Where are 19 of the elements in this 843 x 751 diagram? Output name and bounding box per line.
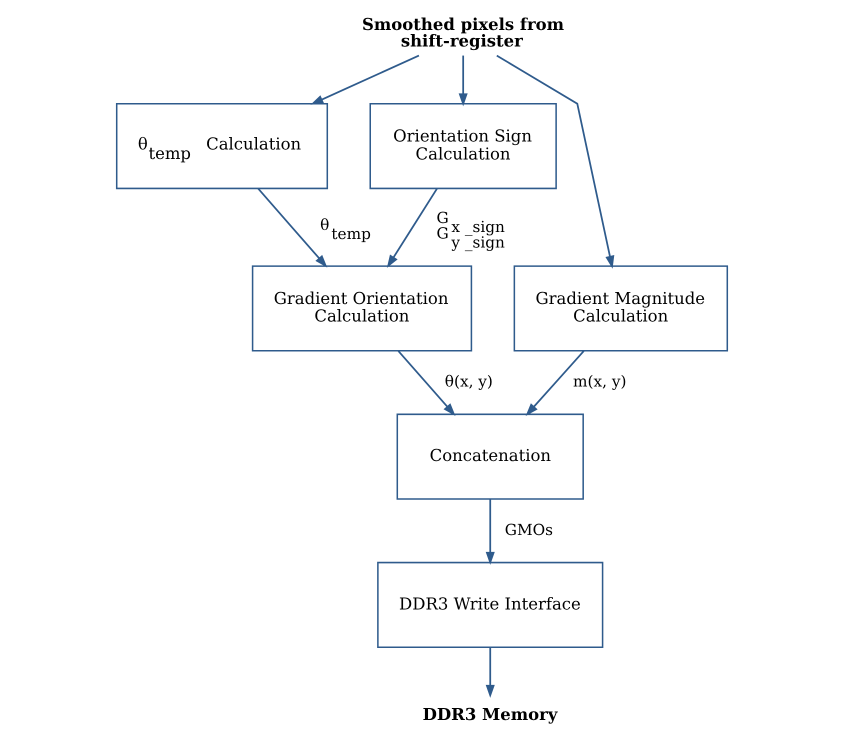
arrow bbox=[485, 647, 494, 698]
node-box: Concatenation bbox=[396, 414, 584, 500]
arrow bbox=[256, 188, 327, 268]
arrow bbox=[397, 350, 455, 416]
node-box: Gradient Magnitude Calculation bbox=[513, 265, 728, 352]
arrow bbox=[310, 54, 419, 105]
edge-label: m(x, y) bbox=[572, 372, 626, 391]
arrow bbox=[485, 499, 494, 565]
node-box: Orientation Sign Calculation bbox=[368, 102, 556, 190]
edge-label: θ(x, y) bbox=[444, 372, 492, 391]
arrow bbox=[525, 350, 584, 416]
arrow bbox=[496, 54, 614, 269]
arrow bbox=[386, 188, 438, 268]
node-text: DDR3 Memory bbox=[422, 704, 557, 724]
node-text: Smoothed pixels from shift-register bbox=[362, 14, 564, 50]
node-box: DDR3 Write Interface bbox=[376, 562, 603, 648]
node-box: Gradient Orientation Calculation bbox=[251, 265, 472, 352]
edge-label: GMOs bbox=[504, 520, 553, 539]
arrow bbox=[458, 56, 468, 106]
